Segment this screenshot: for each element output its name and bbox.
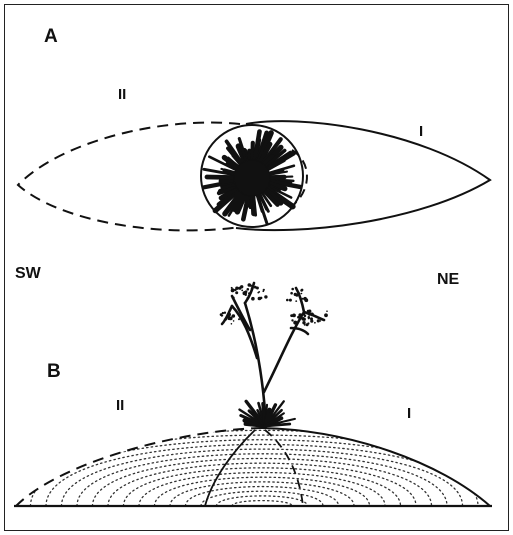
panel-b-label: B (47, 361, 61, 382)
flower-dot (308, 317, 310, 319)
flower-dot (231, 288, 235, 292)
plant-stems (222, 283, 324, 426)
flower-dot (310, 317, 313, 320)
rosette-core (234, 160, 270, 196)
flower-dot (289, 299, 292, 302)
flower-dot (302, 321, 305, 324)
panel-b-zone-i-label: I (407, 405, 411, 422)
panel-b-zone-ii-label: II (116, 397, 124, 414)
flower-dot (302, 318, 304, 320)
flower-dot (304, 324, 306, 326)
flower-dot (291, 315, 293, 317)
plant-basal-leaves (240, 401, 295, 426)
flower-dot (307, 322, 309, 324)
flower-dot (297, 316, 300, 319)
mound-layer (170, 482, 354, 506)
flower-dot (308, 313, 311, 316)
flower-dot (231, 323, 233, 325)
flower-dot (317, 319, 320, 322)
flower-dot (295, 300, 297, 302)
mound-inner-dashed-boundary (265, 430, 303, 506)
flower-dot (303, 313, 305, 315)
flower-dot (307, 310, 309, 312)
direction-sw-label: SW (15, 265, 42, 282)
flower-dot (264, 295, 267, 298)
flower-dot (291, 319, 293, 321)
flower-dot (291, 288, 294, 291)
flower-dot (251, 287, 254, 290)
flower-dot (324, 313, 328, 317)
flower-dot (232, 296, 235, 299)
flower-dot (301, 289, 304, 292)
mound-layer (93, 458, 432, 506)
flower-dot (248, 283, 252, 287)
flower-dot (256, 287, 259, 290)
flower-dot (314, 322, 316, 324)
flower-dot (245, 290, 248, 293)
flower-dot (221, 315, 223, 317)
flower-dot (303, 297, 307, 301)
panel-a-zone-ii-label: II (118, 86, 126, 103)
panel-a-zone-i-label: I (419, 123, 423, 140)
flower-dot (294, 293, 297, 296)
direction-ne-label: NE (437, 271, 460, 288)
flower-dot (241, 290, 243, 292)
flower-dot (258, 291, 260, 293)
flower-dot (248, 292, 250, 294)
flower-dot (326, 310, 328, 312)
flower-dot (297, 292, 300, 295)
panel-a-label: A (44, 26, 58, 47)
flower-dot (258, 297, 262, 301)
flower-dot (293, 321, 297, 325)
flower-dot (232, 314, 235, 317)
flower-dot (238, 318, 240, 320)
flower-dot (222, 312, 224, 314)
flower-dot (300, 299, 302, 301)
flower-dot (263, 289, 265, 291)
flower-dot (320, 320, 322, 322)
flower-dot (224, 318, 227, 321)
flower-dot (245, 293, 247, 295)
mound-outline-zone-i (262, 428, 490, 506)
flower-dot (251, 297, 255, 301)
flower-dot (286, 299, 289, 302)
flower-dot (228, 313, 231, 316)
flower-dot (227, 316, 231, 320)
mound-layer (201, 491, 323, 506)
flower-dot (234, 289, 236, 291)
plant-rosette-top-view (204, 132, 300, 224)
flower-dot (248, 295, 251, 298)
flower-dot (224, 312, 226, 314)
figure-frame (5, 5, 509, 531)
flower-dot (240, 285, 243, 288)
flower-dot (247, 288, 250, 291)
flower-dot (301, 293, 303, 295)
mound-layer (108, 463, 416, 506)
mound-layer (217, 496, 308, 506)
plant-side-view (220, 283, 328, 426)
flower-dot (324, 319, 326, 321)
flower-dot (290, 292, 293, 295)
flower-dot (233, 320, 235, 322)
flower-dot (235, 291, 238, 294)
